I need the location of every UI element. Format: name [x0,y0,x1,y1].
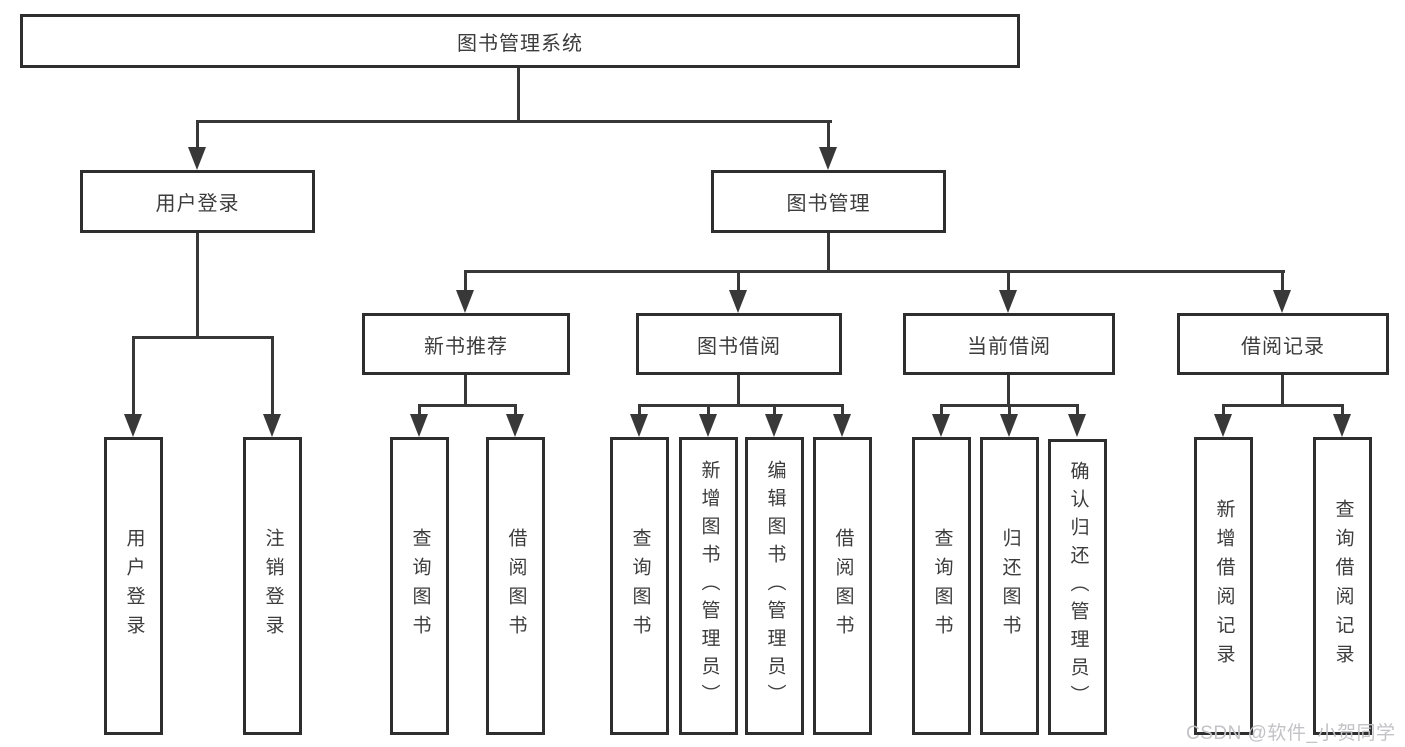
arrow-down-icon [1333,414,1351,437]
connector-records-rail [1222,404,1344,407]
csdn-watermark: CSDN @软件_小贺同学 [1186,723,1396,744]
connector-newbook-stem [464,375,467,406]
leaf-bb-edit-books-admin-label: 编辑图书（管理员） [764,460,786,712]
leaf-br-add-record: 新增借阅记录 [1194,437,1253,735]
connector-branch [940,404,943,416]
leaf-rec-query-books-label: 查询图书 [409,528,431,644]
leaf-cb-query-books-label: 查询图书 [931,528,953,644]
arrow-down-icon [630,414,648,437]
leaf-bb-query-books: 查询图书 [610,437,669,735]
leaf-rec-query-books: 查询图书 [390,437,449,735]
connector-userlogin-stem [196,233,199,339]
connector-branch [1281,270,1284,293]
node-user-login-label: 用户登录 [155,193,240,215]
leaf-rec-borrow-books: 借阅图书 [486,437,545,735]
connector-branch [271,336,274,416]
node-current-borrow: 当前借阅 [903,313,1115,375]
arrow-down-icon [506,414,524,437]
node-new-book-rec-label: 新书推荐 [424,335,508,358]
leaf-bb-add-books-admin: 新增图书（管理员） [679,437,738,735]
connector-branch [773,404,776,416]
arrow-down-icon [833,414,851,437]
connector-userlogin-rail [132,336,274,339]
leaf-logout: 注销登录 [243,437,302,735]
node-borrow-records: 借阅记录 [1177,313,1389,375]
connector-level3-rail [465,270,1285,273]
node-root: 图书管理系统 [20,14,1020,68]
arrow-down-icon [410,414,428,437]
connector-borrow-rail [638,404,844,407]
connector-branch [464,270,467,293]
arrow-down-icon [124,414,142,437]
connector-bookmgmt-stem [827,233,830,272]
connector-records-stem [1281,375,1284,406]
node-book-borrow: 图书借阅 [636,313,842,375]
arrow-down-icon [932,414,950,437]
leaf-cb-confirm-return-admin-label: 确认归还（管理员） [1067,461,1089,713]
leaf-cb-query-books: 查询图书 [912,437,971,735]
node-user-login: 用户登录 [80,170,315,233]
node-book-mgmt-label: 图书管理 [786,193,871,215]
leaf-cb-return-books-label: 归还图书 [999,528,1021,644]
leaf-rec-borrow-books-label: 借阅图书 [505,528,527,644]
connector-branch [827,120,830,150]
node-book-mgmt: 图书管理 [711,170,946,233]
node-borrow-records-label: 借阅记录 [1241,335,1325,358]
connector-root-stem [517,68,520,123]
connector-branch [707,404,710,416]
connector-current-stem [1007,375,1010,406]
arrow-down-icon [456,290,474,313]
leaf-bb-edit-books-admin: 编辑图书（管理员） [745,437,804,735]
connector-borrow-stem [737,375,740,406]
node-current-borrow-label: 当前借阅 [967,335,1051,358]
arrow-down-icon [1273,290,1291,313]
connector-branch [737,270,740,293]
arrow-down-icon [729,290,747,313]
arrow-down-icon [999,290,1017,313]
connector-branch [1222,404,1225,416]
arrow-down-icon [1214,414,1232,437]
arrow-down-icon [188,147,206,170]
connector-branch [196,120,199,150]
leaf-br-add-record-label: 新增借阅记录 [1213,499,1235,673]
arrow-down-icon [1068,414,1086,437]
connector-branch [418,404,421,416]
connector-branch [841,404,844,416]
arrow-down-icon [1000,414,1018,437]
connector-branch [514,404,517,416]
arrow-down-icon [263,414,281,437]
connector-branch [132,336,135,416]
leaf-cb-return-books: 归还图书 [980,437,1039,735]
leaf-user-login-label: 用户登录 [123,528,145,644]
leaf-br-query-record-label: 查询借阅记录 [1332,499,1354,673]
node-new-book-rec: 新书推荐 [362,313,570,375]
connector-branch [638,404,641,416]
connector-branch [1341,404,1344,416]
leaf-bb-query-books-label: 查询图书 [629,528,651,644]
connector-newbook-rail [418,404,517,407]
leaf-user-login: 用户登录 [104,437,163,735]
connector-level2-rail [196,120,832,123]
node-root-label: 图书管理系统 [457,32,583,55]
leaf-bb-borrow-books: 借阅图书 [813,437,872,735]
node-book-borrow-label: 图书借阅 [697,335,781,358]
connector-branch [1007,270,1010,293]
leaf-logout-label: 注销登录 [262,528,284,644]
arrow-down-icon [819,147,837,170]
leaf-bb-borrow-books-label: 借阅图书 [832,528,854,644]
arrow-down-icon [699,414,717,437]
leaf-br-query-record: 查询借阅记录 [1313,437,1372,735]
leaf-bb-add-books-admin-label: 新增图书（管理员） [698,460,720,712]
connector-branch [1076,404,1079,416]
arrow-down-icon [765,414,783,437]
connector-branch [1008,404,1011,416]
leaf-cb-confirm-return-admin: 确认归还（管理员） [1048,439,1107,735]
